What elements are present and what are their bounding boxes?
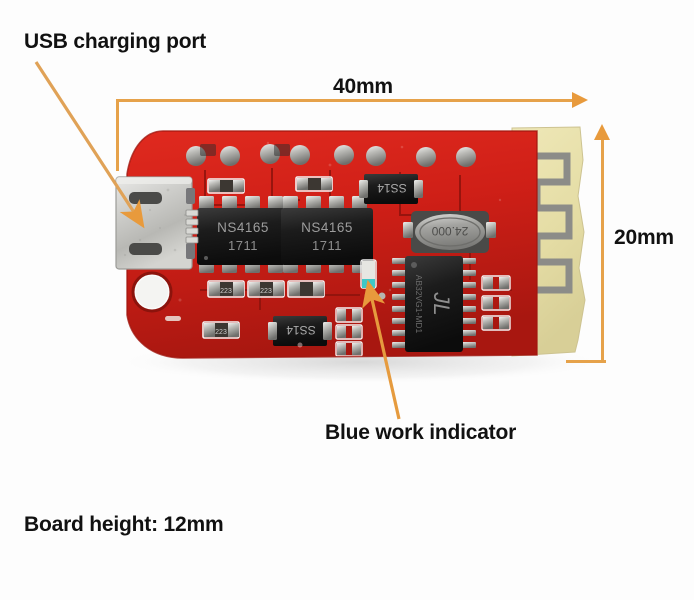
solder-pads-top bbox=[186, 144, 476, 167]
amplifier-ic-left: NS4165 1711 bbox=[197, 196, 289, 273]
mounting-hole bbox=[131, 271, 173, 313]
width-dimension-tick-left bbox=[116, 99, 119, 171]
schottky-diode-top: SS14 bbox=[359, 174, 423, 204]
svg-text:NS4165: NS4165 bbox=[301, 220, 353, 235]
micro-usb-connector bbox=[115, 176, 199, 270]
height-dimension-label: 20mm bbox=[614, 226, 674, 249]
svg-text:SS14: SS14 bbox=[377, 181, 407, 195]
svg-text:JL: JL bbox=[429, 291, 454, 315]
width-dimension-line bbox=[116, 99, 582, 102]
board-height-label: Board height: 12mm bbox=[24, 513, 224, 536]
svg-text:AB32VG1-MD1: AB32VG1-MD1 bbox=[414, 275, 424, 334]
height-dimension-line bbox=[601, 129, 604, 363]
svg-text:223: 223 bbox=[220, 288, 232, 295]
dimension-arrow-right-icon bbox=[572, 92, 588, 108]
svg-text:1711: 1711 bbox=[312, 238, 342, 253]
svg-text:SS14: SS14 bbox=[286, 323, 316, 337]
schottky-diode-bottom: SS14 bbox=[268, 316, 332, 346]
svg-text:223: 223 bbox=[215, 329, 227, 336]
amplifier-ic-right: NS4165 1711 bbox=[281, 196, 373, 273]
svg-text:24.000: 24.000 bbox=[431, 224, 468, 238]
bluetooth-soc: JL AB32VG1-MD1 bbox=[392, 256, 476, 352]
crystal-oscillator: 24.000 bbox=[403, 211, 496, 253]
smd-resistors-upper bbox=[207, 176, 333, 194]
svg-text:223: 223 bbox=[260, 288, 272, 295]
svg-text:1711: 1711 bbox=[228, 238, 258, 253]
usb-charging-port-label: USB charging port bbox=[24, 30, 207, 53]
height-dimension-tick-bottom bbox=[566, 360, 606, 363]
blue-work-indicator-label: Blue work indicator bbox=[325, 421, 517, 444]
dimension-arrow-up-icon bbox=[594, 124, 610, 140]
svg-text:NS4165: NS4165 bbox=[217, 220, 269, 235]
width-dimension-label: 40mm bbox=[333, 75, 393, 98]
